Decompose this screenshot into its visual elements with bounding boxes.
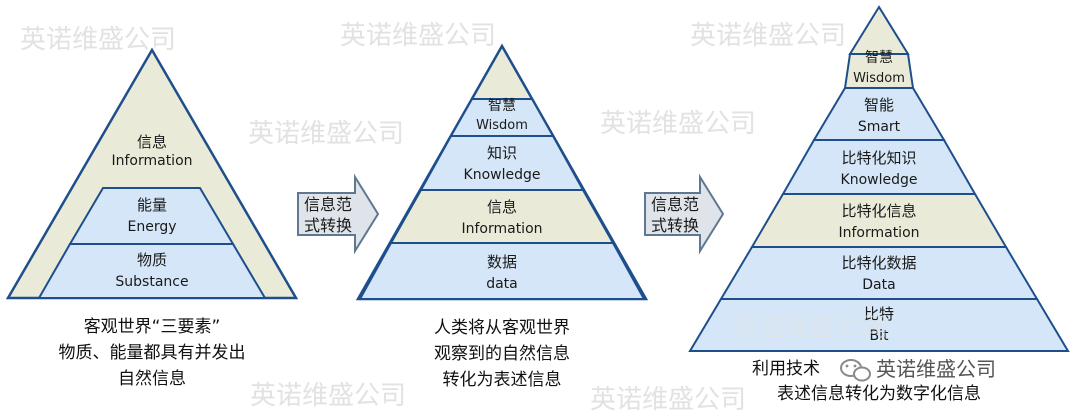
arrow-label-line: 信息范 bbox=[651, 195, 699, 214]
pyramid-a-layer-en: Substance bbox=[115, 274, 188, 290]
caption-line: 表述信息转化为数字化信息 bbox=[777, 384, 981, 404]
pyramid-c-layer-zh: 智能 bbox=[864, 96, 894, 114]
arrow-right-icon bbox=[644, 173, 725, 255]
pyramid-b-layer-zh: 知识 bbox=[487, 144, 517, 162]
caption-line: 转化为表述信息 bbox=[443, 370, 562, 390]
pyramid-b-layer-data bbox=[358, 242, 646, 300]
pyramid-b-layer-en: Wisdom bbox=[476, 118, 528, 133]
caption-line: 观察到的自然信息 bbox=[434, 344, 570, 364]
pyramid-c-layer-zh: 比特化信息 bbox=[841, 202, 916, 220]
watermark: 英诺维盛公司 bbox=[690, 21, 846, 51]
watermark-group: 英诺维盛公司 英诺维盛公司 英诺维盛公司 英诺维盛公司 英诺维盛公司 英诺维盛公… bbox=[20, 21, 846, 415]
caption-b: 人类将从客观世界 观察到的自然信息 转化为表述信息 bbox=[434, 318, 570, 390]
watermark: 英诺维盛公司 bbox=[20, 25, 176, 55]
pyramid-c-layer-en: Wisdom bbox=[853, 71, 905, 86]
watermark: 英诺维盛公司 bbox=[248, 119, 404, 149]
pyramid-b-layer-en: Knowledge bbox=[464, 167, 541, 183]
pyramid-a-top-en: Information bbox=[111, 153, 192, 169]
wechat-account-mark: 英诺维盛公司 bbox=[835, 354, 1043, 384]
pyramid-human-representation: 智慧 Wisdom 知识 Knowledge 信息 Information 数据… bbox=[355, 43, 649, 301]
caption-a: 客观世界“三要素” 物质、能量都具有并发出 自然信息 bbox=[59, 317, 246, 389]
pyramid-c-layer-en: Smart bbox=[858, 119, 901, 135]
pyramid-b-layer-zh: 信息 bbox=[487, 198, 517, 216]
pyramid-a-layer-zh: 能量 bbox=[137, 196, 167, 214]
pyramid-b-layer-zh: 数据 bbox=[487, 253, 517, 271]
pyramid-c-layer-zh: 智慧 bbox=[865, 50, 893, 66]
pyramid-c-layer-en: Data bbox=[862, 277, 895, 293]
watermark: 英诺维盛公司 bbox=[590, 385, 746, 415]
pyramid-c-layer-en: Bit bbox=[870, 328, 889, 344]
wechat-mark-text: 英诺维盛公司 bbox=[876, 357, 996, 381]
pyramid-digital-representation: 智慧 Wisdom 智能 Smart 比特化知识 Knowledge 比特化信息… bbox=[688, 5, 1070, 352]
arrow-paradigm-conversion-1: 信息范 式转换 bbox=[297, 173, 380, 255]
pyramid-c-layer-en: Knowledge bbox=[841, 172, 918, 188]
arrow-right-icon bbox=[297, 173, 380, 255]
pyramid-b-layer-en: data bbox=[486, 276, 518, 292]
pyramid-b-layer-en: Information bbox=[461, 221, 542, 237]
pyramid-c-layer-zh: 比特化知识 bbox=[841, 149, 916, 167]
caption-c: 利用技术 表述信息转化为数字化信息 bbox=[752, 359, 981, 404]
caption-line: 自然信息 bbox=[118, 369, 186, 389]
pyramid-b-layer-zh: 智慧 bbox=[488, 98, 516, 114]
pyramid-objective-world: 信息 Information 能量 Energy 物质 Substance bbox=[5, 47, 299, 300]
arrow-label-line: 式转换 bbox=[304, 216, 352, 235]
arrow-paradigm-conversion-2: 信息范 式转换 bbox=[644, 173, 725, 255]
wechat-icon bbox=[840, 359, 871, 382]
watermark: 英诺维盛公司 bbox=[600, 109, 756, 139]
pyramid-c-apex bbox=[848, 5, 910, 55]
pyramid-c-layer-zh: 比特 bbox=[864, 305, 894, 323]
pyramid-a-layer-zh: 物质 bbox=[137, 251, 167, 269]
pyramid-a-top-zh: 信息 bbox=[137, 133, 167, 151]
wechat-mark-backdrop bbox=[835, 354, 1043, 384]
watermark: 英诺维盛公司 bbox=[732, 313, 888, 343]
watermark: 英诺维盛公司 bbox=[250, 381, 406, 411]
watermark: 英诺维盛公司 bbox=[340, 21, 496, 51]
caption-line: 客观世界“三要素” bbox=[84, 317, 221, 337]
arrow-label-line: 信息范 bbox=[304, 195, 352, 214]
caption-line: 人类将从客观世界 bbox=[434, 318, 570, 338]
pyramid-a-layer-substance bbox=[37, 243, 267, 299]
pyramid-a-layer-en: Energy bbox=[127, 219, 176, 235]
arrow-label-line: 式转换 bbox=[651, 216, 699, 235]
pyramid-c-layer-en: Information bbox=[838, 225, 919, 241]
caption-line: 利用技术 bbox=[752, 359, 820, 379]
pyramid-c-layer-bit bbox=[688, 298, 1070, 352]
caption-line: 物质、能量都具有并发出 bbox=[59, 343, 246, 363]
pyramid-c-layer-zh: 比特化数据 bbox=[841, 254, 916, 272]
